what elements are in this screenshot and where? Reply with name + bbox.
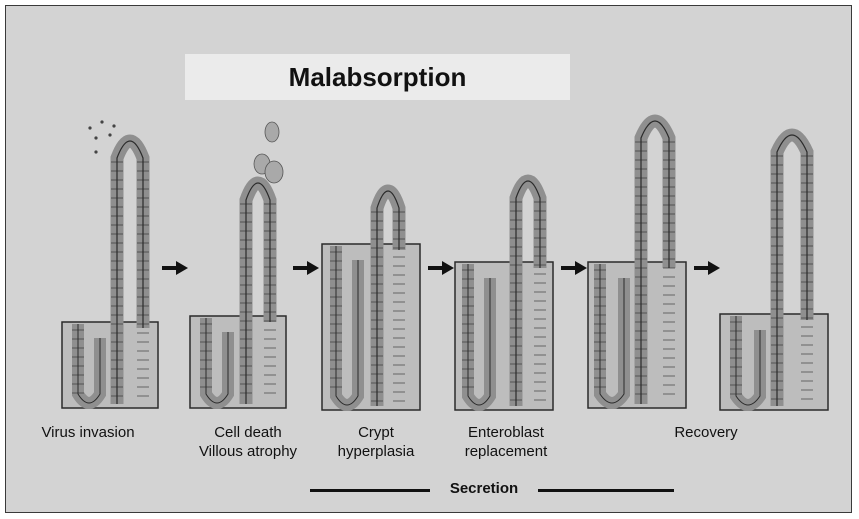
arrow-head <box>176 261 188 275</box>
shed-cell <box>265 122 279 142</box>
stage-label-cell-death: Cell death Villous atrophy <box>178 423 318 461</box>
stage-label-enteroblast-replacement: Enteroblast replacement <box>446 423 566 461</box>
stage-label-virus-invasion: Virus invasion <box>18 423 158 442</box>
villus-stage-4 <box>455 181 553 410</box>
stage-5-line1: Recovery <box>646 423 766 442</box>
arrow-head <box>708 261 720 275</box>
virus-particle <box>112 124 115 127</box>
virus-particle <box>108 133 111 136</box>
arrow-head <box>575 261 587 275</box>
stage-3-line1: Crypt <box>316 423 436 442</box>
arrow-5 <box>694 261 720 275</box>
stage-label-recovery: Recovery <box>646 423 766 442</box>
villus-stage-1 <box>62 141 158 408</box>
arrow-head <box>307 261 319 275</box>
secretion-label: Secretion <box>432 480 536 497</box>
villus-stage-5b <box>720 135 828 410</box>
secretion-line-right <box>538 489 674 492</box>
stage-2-line1: Cell death <box>178 423 318 442</box>
stage-label-crypt-hyperplasia: Crypt hyperplasia <box>316 423 436 461</box>
villus-stage-5a <box>588 121 686 408</box>
shed-cell <box>265 161 283 183</box>
villus-stage-2 <box>190 183 286 408</box>
virus-particle <box>94 136 97 139</box>
stage-3-line2: hyperplasia <box>316 442 436 461</box>
virus-particle <box>100 120 103 123</box>
stage-4-line2: replacement <box>446 442 566 461</box>
villus-stage-3 <box>322 191 420 410</box>
arrow-head <box>442 261 454 275</box>
arrow-2 <box>293 261 319 275</box>
arrow-4 <box>561 261 587 275</box>
stage-2-line2: Villous atrophy <box>178 442 318 461</box>
virus-particle <box>94 150 97 153</box>
stage-1-line1: Virus invasion <box>18 423 158 442</box>
arrow-3 <box>428 261 454 275</box>
stage-4-line1: Enteroblast <box>446 423 566 442</box>
arrow-1 <box>162 261 188 275</box>
virus-particle <box>88 126 91 129</box>
secretion-line-left <box>310 489 430 492</box>
secretion-bar: Secretion <box>310 480 674 500</box>
